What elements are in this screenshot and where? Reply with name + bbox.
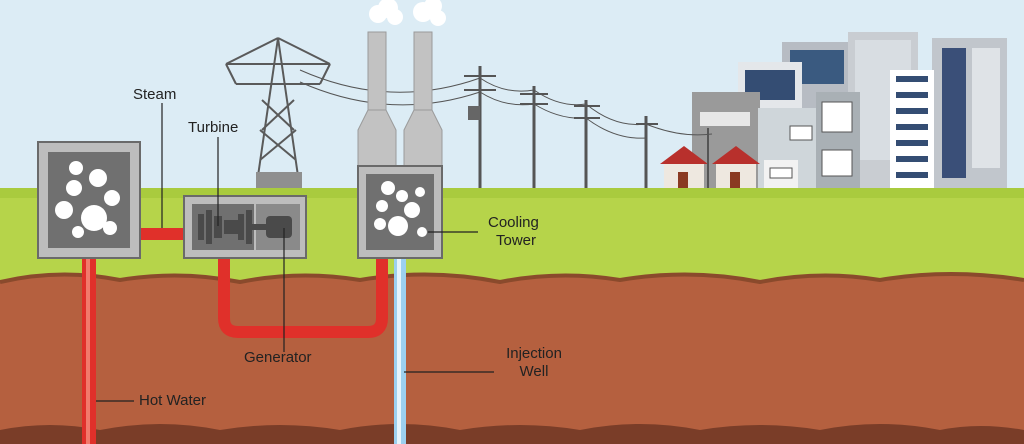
well-box (37, 141, 141, 259)
injection-well-label-line1: Injection (506, 345, 562, 362)
condensate-pipe (218, 256, 388, 338)
power-lines (299, 69, 713, 139)
turbine-label: Turbine (188, 119, 239, 136)
cooling-tower-label: Cooling Tower (488, 214, 539, 250)
steam-clouds (369, 0, 446, 26)
leader-lines (96, 103, 494, 402)
cooling-tower-label-line2: Tower (496, 232, 537, 249)
generator-label: Generator (244, 349, 312, 366)
cooling-tower-box (357, 165, 443, 259)
transmission-tower (225, 37, 331, 177)
bedrock (0, 424, 1024, 444)
turbine-box (183, 195, 307, 259)
houses (660, 146, 798, 192)
injection-well-label: Injection Well (498, 345, 570, 381)
cooling-tower-label-line1: Cooling (488, 214, 539, 231)
hot-water-label: Hot Water (139, 392, 206, 409)
utility-poles (464, 66, 709, 194)
steam-pipe (132, 228, 188, 240)
transformer (468, 106, 480, 120)
steam-label: Steam (133, 86, 177, 103)
cooling-chimneys (357, 31, 443, 169)
injection-well-label-line2: Well (519, 363, 549, 380)
soil (0, 274, 1024, 444)
